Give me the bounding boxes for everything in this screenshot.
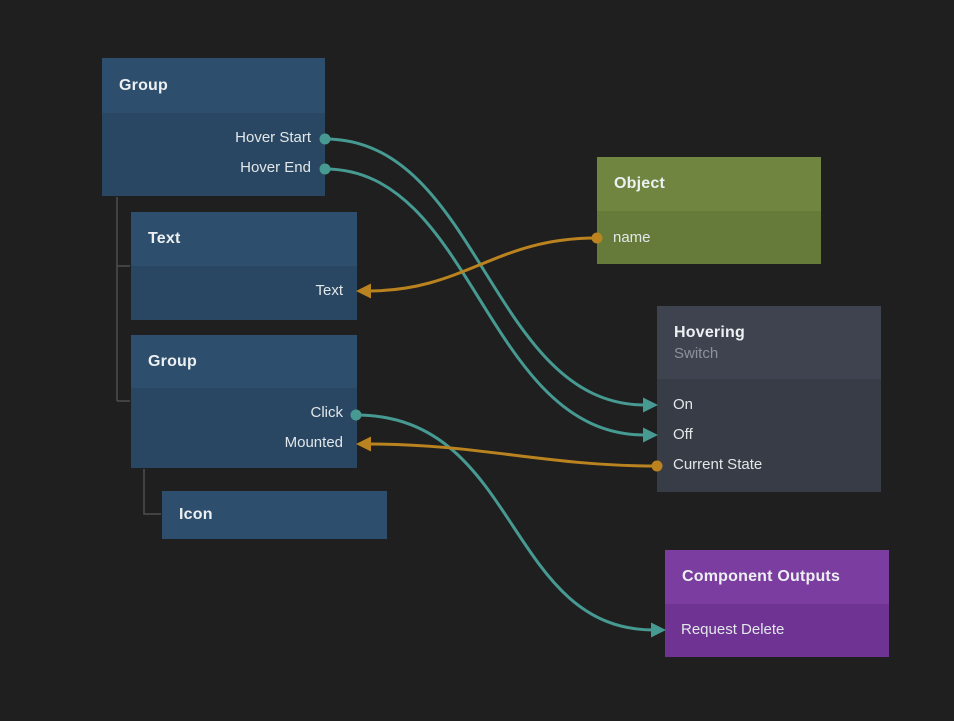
port-current-state[interactable]: Current State [673,456,763,473]
port-dot-name[interactable] [591,232,603,244]
port-hover-start[interactable]: Hover Start [235,129,311,146]
node-title: Hovering [674,323,745,341]
node-hovering-switch[interactable]: Hovering Switch On Off Current State [657,306,881,492]
port-dot-hover-start[interactable] [319,133,331,145]
node-title: Component Outputs [682,568,841,585]
node-title: Icon [179,506,213,523]
wire-click-to-request-delete[interactable] [355,413,655,632]
node-group-2-body: Click Mounted [131,388,357,458]
port-off[interactable]: Off [673,426,693,443]
port-request-delete[interactable]: Request Delete [681,621,785,638]
node-title: Text [148,230,181,247]
node-object-header[interactable]: Object [597,157,821,211]
wire-current-state-to-mounted[interactable] [367,442,658,468]
node-hovering-header[interactable]: Hovering Switch [657,306,881,379]
arrowhead-text-input [356,283,371,299]
arrowhead-mounted-input [356,436,371,452]
node-text-body: Text [131,266,357,306]
node-component-outputs-body: Request Delete [665,604,889,645]
node-subtitle: Switch [674,344,719,362]
port-on[interactable]: On [673,396,694,413]
port-dot-click[interactable] [350,409,362,421]
port-click[interactable]: Click [310,404,344,421]
node-group-1[interactable]: Group Hover Start Hover End [102,58,325,196]
node-hovering-body: On Off Current State [657,379,881,480]
node-component-outputs[interactable]: Component Outputs Request Delete [665,550,889,657]
node-title: Group [148,352,197,370]
wire-hover-end-to-off[interactable] [324,167,646,437]
wire-hover-start-to-on[interactable] [324,137,646,407]
arrowhead-on-input [643,397,658,413]
port-dot-hover-end[interactable] [319,163,331,175]
node-icon-header[interactable]: Icon [162,491,387,539]
node-group-1-header[interactable]: Group [102,58,325,113]
port-mounted[interactable]: Mounted [284,434,343,451]
node-text[interactable]: Text Text [131,212,357,320]
arrowhead-off-input [643,427,658,443]
node-group-1-body: Hover Start Hover End [102,113,325,183]
node-group-2-header[interactable]: Group [131,335,357,388]
port-name[interactable]: name [613,229,651,246]
wire-name-to-text[interactable] [367,236,597,293]
node-object[interactable]: Object name [597,157,821,264]
port-text[interactable]: Text [315,282,343,299]
node-title: Object [614,175,665,192]
tree-line-group1-children [116,197,130,402]
node-group-2[interactable]: Group Click Mounted [131,335,357,468]
tree-line-group2-children [143,469,161,515]
node-title: Group [119,76,168,94]
port-hover-end[interactable]: Hover End [240,159,311,176]
arrowhead-request-delete-input [651,622,666,638]
node-icon[interactable]: Icon [162,491,387,539]
node-object-body: name [597,211,821,253]
port-dot-current-state[interactable] [651,460,663,472]
node-component-outputs-header[interactable]: Component Outputs [665,550,889,604]
node-text-header[interactable]: Text [131,212,357,266]
